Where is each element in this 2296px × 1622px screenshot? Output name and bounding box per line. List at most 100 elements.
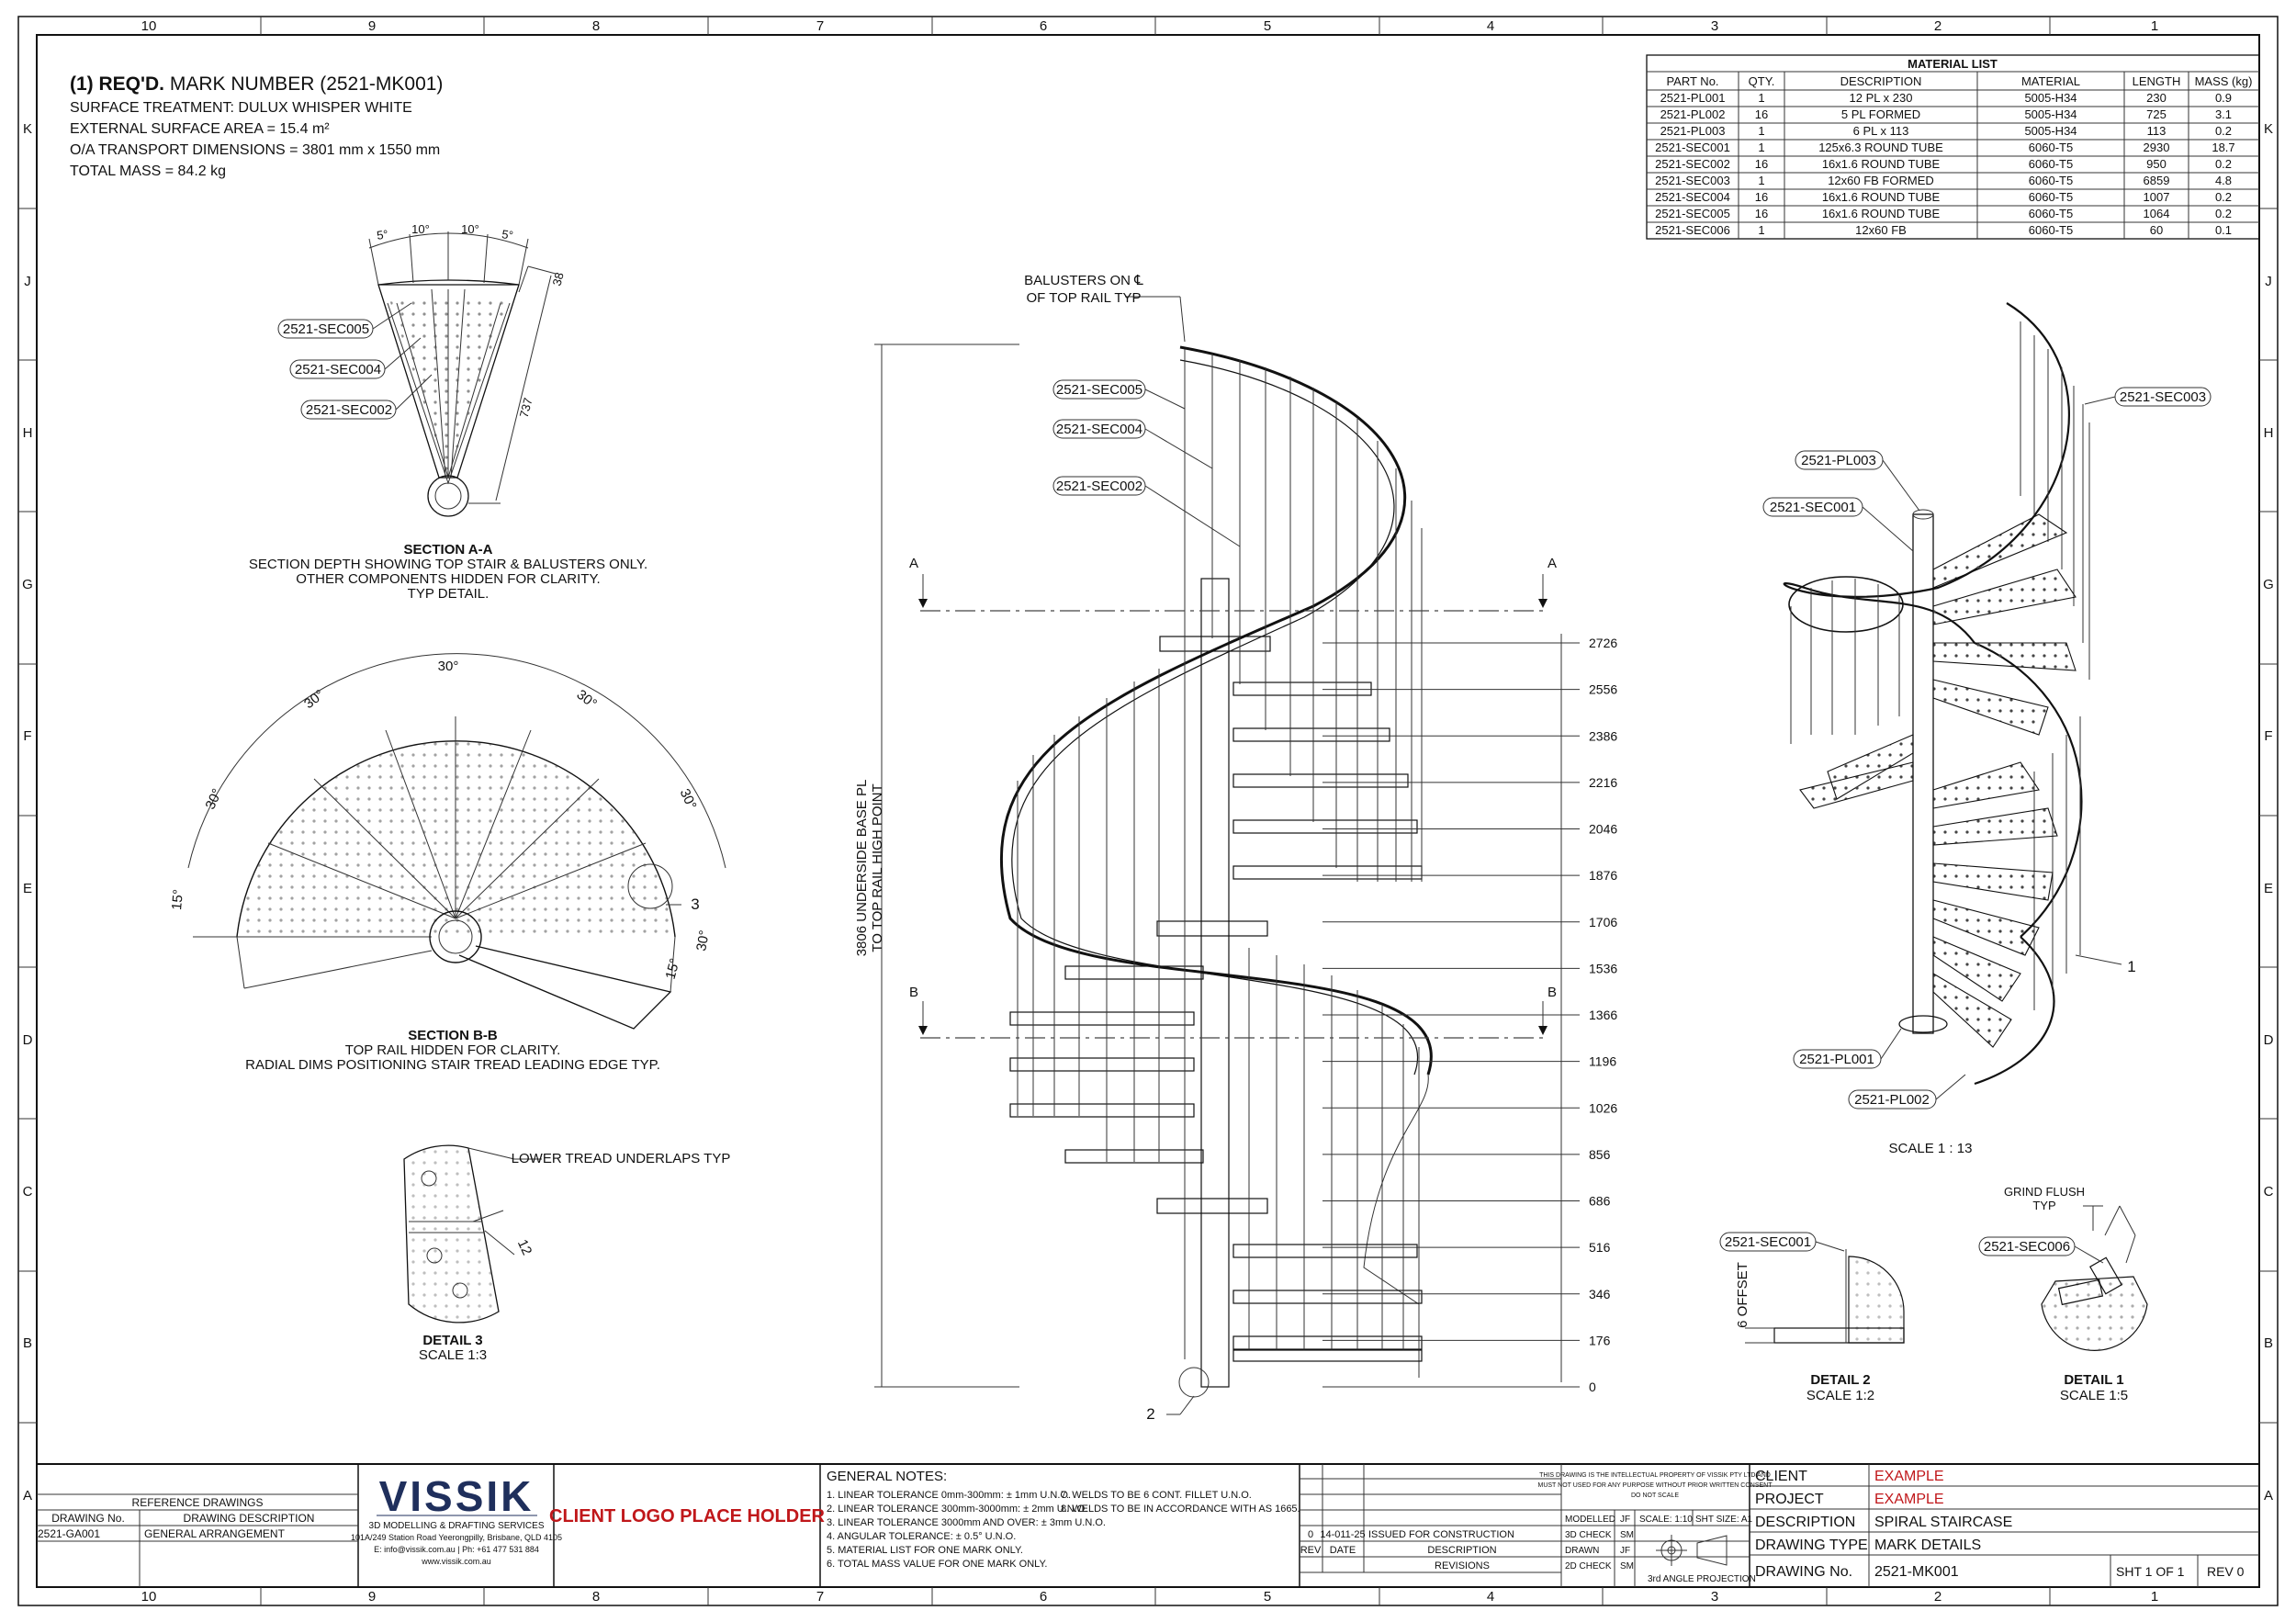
material-cell: 16 <box>1755 190 1768 204</box>
material-cell: 2521-SEC002 <box>1655 157 1730 171</box>
material-cell: 4.8 <box>2215 174 2232 187</box>
material-cell: 5005-H34 <box>2024 124 2077 138</box>
row-label-left: F <box>23 728 31 744</box>
header-line: SURFACE TREATMENT: DULUX WHISPER WHITE <box>70 100 412 116</box>
ref-header: DRAWING No. <box>51 1512 125 1525</box>
material-cell: 12x60 FB FORMED <box>1828 174 1934 187</box>
row-grid <box>18 208 2278 1424</box>
material-cell: 2521-SEC005 <box>1655 207 1730 220</box>
row-label-right: C <box>2264 1184 2274 1200</box>
column-header: PART No. <box>1666 74 1718 88</box>
part-tag: 2521-SEC006 <box>1984 1239 2070 1255</box>
row-label-right: H <box>2264 425 2274 441</box>
material-cell: 113 <box>2147 124 2167 138</box>
level-label: 176 <box>1589 1333 1611 1347</box>
section-aa-angle: 10° <box>411 222 430 236</box>
section-bb-view <box>187 653 726 1030</box>
col-label-bottom: 6 <box>1040 1589 1047 1605</box>
material-cell: 0.2 <box>2215 207 2232 220</box>
general-notes-title: GENERAL NOTES: <box>827 1469 947 1484</box>
col-label-top: 6 <box>1040 18 1047 34</box>
rev-header: DESCRIPTION <box>1427 1545 1496 1556</box>
material-cell: 2521-SEC003 <box>1655 174 1730 187</box>
row-label-right: G <box>2263 577 2274 592</box>
ref-title: REFERENCE DRAWINGS <box>132 1496 264 1509</box>
check-initials: SM <box>1620 1530 1634 1540</box>
part-tag: 2521-PL003 <box>1801 453 1876 468</box>
detail-note: TYP <box>2032 1199 2055 1212</box>
rev-header: REV <box>1300 1545 1322 1556</box>
column-header: QTY. <box>1749 74 1775 88</box>
material-cell: 6859 <box>2144 174 2170 187</box>
part-tag: 2521-SEC001 <box>1725 1234 1811 1250</box>
level-label: 1876 <box>1589 868 1617 883</box>
elevation-tags: 2521-SEC005 2521-SEC004 2521-SEC002 <box>1052 379 1241 547</box>
section-bb-angle: 30° <box>677 786 700 812</box>
level-label: 1026 <box>1589 1100 1617 1115</box>
mark-header: (1) REQ'D. MARK NUMBER (2521-MK001) SURF… <box>70 73 443 179</box>
part-tag: 2521-PL002 <box>1854 1092 1930 1108</box>
field-label: DRAWING No. <box>1755 1564 1852 1580</box>
field-value-client: EXAMPLE <box>1874 1469 1944 1484</box>
field-label: PROJECT <box>1755 1492 1824 1507</box>
level-label: 856 <box>1589 1147 1611 1162</box>
view-title: DETAIL 2 <box>1810 1372 1870 1388</box>
revision-rev: 0 <box>1308 1529 1313 1540</box>
level-label: 1366 <box>1589 1008 1617 1022</box>
col-label-top: 5 <box>1264 18 1271 34</box>
rev-header: DATE <box>1330 1545 1356 1556</box>
view-note: OTHER COMPONENTS HIDDEN FOR CLARITY. <box>296 571 600 587</box>
overall-dim: TO TOP RAIL HIGH POINT <box>870 783 885 952</box>
material-cell: 6060-T5 <box>2029 157 2073 171</box>
column-header: MATERIAL <box>2021 74 2080 88</box>
row-label-left: B <box>23 1335 32 1351</box>
general-note: 1. LINEAR TOLERANCE 0mm-300mm: ± 1mm U.N… <box>827 1490 1071 1501</box>
check-role: 3D CHECK <box>1565 1530 1612 1540</box>
general-note: 7. WELDS TO BE 6 CONT. FILLET U.N.O. <box>1061 1490 1252 1501</box>
section-mark: A <box>1548 556 1557 571</box>
material-cell: 1 <box>1758 174 1764 187</box>
general-note: 4. ANGULAR TOLERANCE: ± 0.5° U.N.O. <box>827 1531 1016 1542</box>
row-label-left: H <box>23 425 33 441</box>
level-label: 1196 <box>1589 1054 1616 1069</box>
col-label-bottom: 3 <box>1711 1589 1718 1605</box>
section-aa-dim: 737 <box>517 396 535 419</box>
material-cell: 2521-PL003 <box>1660 124 1726 138</box>
col-label-top: 1 <box>2151 18 2158 34</box>
company-line: www.vissik.com.au <box>421 1557 491 1566</box>
material-cell: 2521-SEC001 <box>1655 141 1730 154</box>
material-cell: 0.2 <box>2215 124 2232 138</box>
company-line: 101A/249 Station Road Yeerongpilly, Bris… <box>351 1533 562 1542</box>
detail-3-view <box>403 1144 542 1324</box>
row-label-left: C <box>23 1184 33 1200</box>
section-aa-tags: 2521-SEC005 2521-SEC004 2521-SEC002 <box>277 302 433 420</box>
material-cell: 5 PL FORMED <box>1841 107 1920 121</box>
ref-drawing-no: 2521-GA001 <box>38 1527 100 1540</box>
section-bb-angle: 30° <box>301 687 327 712</box>
detail-dim: 12 <box>514 1237 535 1257</box>
col-label-bottom: 1 <box>2151 1589 2158 1605</box>
part-tag: 2521-SEC001 <box>1770 500 1856 515</box>
company-logo: VISSIK 3D MODELLING & DRAFTING SERVICES … <box>351 1472 562 1566</box>
company-line: 3D MODELLING & DRAFTING SERVICES <box>369 1521 545 1531</box>
row-label-left: D <box>23 1032 33 1048</box>
view-scale: SCALE 1:2 <box>1806 1388 1874 1403</box>
material-cell: 16 <box>1755 157 1768 171</box>
row-label-left: A <box>23 1488 32 1504</box>
material-cell: 725 <box>2146 107 2167 121</box>
general-note: 8. WELDS TO BE IN ACCORDANCE WITH AS 166… <box>1061 1504 1300 1515</box>
col-label-bottom: 7 <box>816 1589 824 1605</box>
revisions-label: REVISIONS <box>1435 1560 1490 1571</box>
general-note: 2. LINEAR TOLERANCE 300mm-3000mm: ± 2mm … <box>827 1504 1087 1515</box>
part-tag: 2521-SEC002 <box>1056 479 1142 494</box>
row-label-right: E <box>2264 881 2273 896</box>
revision-date: 14-011-25 <box>1320 1529 1365 1540</box>
col-label-top: 9 <box>368 18 376 34</box>
title-block <box>37 1463 2259 1587</box>
material-cell: 12 PL x 230 <box>1850 91 1913 105</box>
material-cell: 1 <box>1758 223 1764 237</box>
projection-label: 3rd ANGLE PROJECTION <box>1648 1574 1756 1584</box>
section-aa-angle: 5° <box>501 227 513 242</box>
